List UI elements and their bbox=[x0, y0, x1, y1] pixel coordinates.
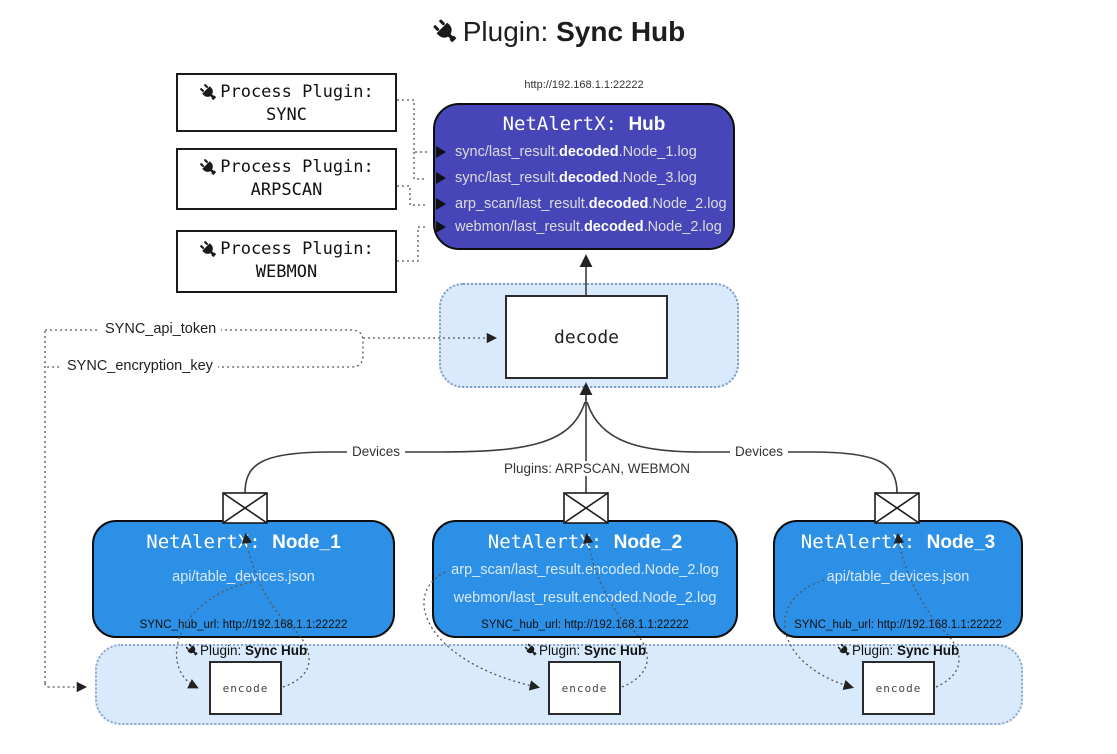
envelope-icon bbox=[222, 492, 268, 524]
encoder-plugin-label: Plugin: Sync Hub bbox=[837, 643, 959, 658]
page-title: Plugin: Sync Hub bbox=[0, 16, 1117, 48]
hub-title: NetAlertX: Hub bbox=[435, 113, 733, 136]
node-hub-url: SYNC_hub_url: http://192.168.1.1:22222 bbox=[794, 619, 1002, 631]
hub-log-item: arp_scan/last_result.decoded.Node_2.log bbox=[455, 193, 733, 215]
plug-icon bbox=[199, 158, 218, 177]
hub-log-item: sync/last_result.decoded.Node_1.log bbox=[455, 141, 733, 163]
process-plugin-arpscan: Process Plugin: ARPSCAN bbox=[176, 148, 397, 210]
process-plugin-webmon: Process Plugin: WEBMON bbox=[176, 230, 397, 293]
node-title: NetAlertX: Node_3 bbox=[800, 531, 996, 553]
devices-label-left: Devices bbox=[347, 444, 406, 459]
devices-label-right: Devices bbox=[730, 444, 789, 459]
node-file: api/table_devices.json bbox=[826, 569, 970, 585]
node-2-box: NetAlertX: Node_2 arp_scan/last_result.e… bbox=[432, 520, 738, 638]
title-name: Sync Hub bbox=[556, 16, 686, 47]
plug-icon bbox=[524, 643, 538, 657]
process-plugin-name: SYNC bbox=[266, 105, 307, 125]
plug-icon bbox=[199, 83, 218, 102]
process-plugin-label: Process Plugin: bbox=[220, 82, 374, 102]
devices-curves bbox=[244, 398, 898, 494]
encode-box: encode bbox=[862, 661, 935, 715]
node-file: arp_scan/last_result.encoded.Node_2.log bbox=[451, 562, 719, 578]
title-prefix: Plugin: bbox=[462, 16, 557, 47]
node-file: webmon/last_result.encoded.Node_2.log bbox=[453, 590, 717, 606]
encoder-plugin-label: Plugin: Sync Hub bbox=[524, 643, 646, 658]
encode-box: encode bbox=[548, 661, 621, 715]
node-hub-url: SYNC_hub_url: http://192.168.1.1:22222 bbox=[139, 619, 348, 631]
encoder-plugin-label: Plugin: Sync Hub bbox=[185, 643, 307, 658]
node-hub-url: SYNC_hub_url: http://192.168.1.1:22222 bbox=[481, 619, 689, 631]
process-plugin-label: Process Plugin: bbox=[220, 239, 374, 259]
plug-icon bbox=[185, 643, 199, 657]
envelope-icon bbox=[874, 492, 920, 524]
plug-icon bbox=[837, 643, 851, 657]
hub-box: NetAlertX: Hub sync/last_result.decoded.… bbox=[433, 103, 735, 250]
node-1-box: NetAlertX: Node_1 api/table_devices.json… bbox=[92, 520, 395, 638]
envelope-icon bbox=[563, 492, 609, 524]
node-title: NetAlertX: Node_2 bbox=[487, 531, 683, 553]
encode-box: encode bbox=[209, 661, 282, 715]
hub-log-item: webmon/last_result.decoded.Node_2.log bbox=[455, 216, 733, 238]
sync-api-token-label: SYNC_api_token bbox=[100, 321, 222, 337]
process-plugin-sync: Process Plugin: SYNC bbox=[176, 73, 397, 132]
hub-title-prefix: NetAlertX: bbox=[502, 113, 629, 135]
hub-url-label: http://192.168.1.1:22222 bbox=[524, 79, 644, 91]
process-plugin-label: Process Plugin: bbox=[220, 157, 374, 177]
process-plugin-name: WEBMON bbox=[255, 262, 318, 282]
plugins-label-center: Plugins: ARPSCAN, WEBMON bbox=[499, 461, 696, 476]
sync-encryption-key-label: SYNC_encryption_key bbox=[62, 358, 218, 374]
process-connectors bbox=[397, 99, 427, 262]
decode-box: decode bbox=[505, 295, 668, 379]
plug-icon bbox=[199, 240, 218, 259]
node-file: api/table_devices.json bbox=[172, 569, 315, 585]
process-plugin-name: ARPSCAN bbox=[250, 180, 323, 200]
node-3-box: NetAlertX: Node_3 api/table_devices.json… bbox=[773, 520, 1023, 638]
node-title: NetAlertX: Node_1 bbox=[146, 531, 341, 553]
hub-log-item: sync/last_result.decoded.Node_3.log bbox=[455, 167, 733, 189]
hub-title-name: Hub bbox=[628, 114, 666, 135]
plug-icon bbox=[432, 18, 459, 45]
